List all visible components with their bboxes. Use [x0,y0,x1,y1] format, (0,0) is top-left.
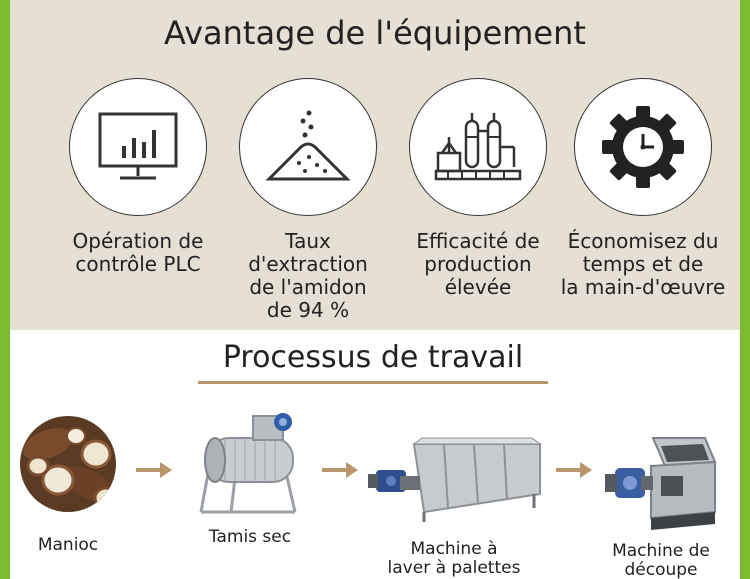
process-step-paddle-washer: Machine à laver à palettes [364,434,544,578]
advantage-label: Économisez du temps et de la main-d'œuvr… [560,229,726,299]
process-title-underline [198,381,548,384]
frame-right-border [740,0,750,579]
arrow-right-icon [556,462,592,478]
process-step-dry-sieve: Tamis sec [180,408,320,547]
cassava-image [20,416,116,512]
process-title: Processus de travail [222,340,524,375]
advantage-extraction: Taux d'extraction de l'amidon de 94 % [223,78,393,322]
advantages-title: Avantage de l'équipement [164,14,586,52]
advantage-savings: Économisez du temps et de la main-d'œuvr… [558,78,728,299]
frame-left-border [0,0,10,579]
process-step-cutting-machine: Machine de découpe [596,432,726,579]
advantage-plc: Opération de contrôle PLC [53,78,223,276]
advantage-circle [409,78,547,216]
advantage-circle [574,78,712,216]
cutting-machine-image [605,437,717,530]
advantage-circle [69,78,207,216]
arrow-right-icon [136,462,172,478]
monitor-chart-icon [98,112,178,180]
process-step-cassava: Manioc [18,414,118,555]
process-step-label: Tamis sec [208,527,292,547]
process-step-label: Machine à laver à palettes [387,539,521,578]
factory-icon [434,113,522,181]
advantages-panel: Avantage de l'équipement Opération de co… [10,0,740,330]
advantage-label: Taux d'extraction de l'amidon de 94 % [248,229,368,322]
process-step-label: Manioc [37,535,99,555]
paddle-washer-image [368,437,542,522]
dry-sieve-image [199,413,297,514]
gear-clock-icon [602,106,684,188]
process-step-label: Machine de découpe [612,541,710,579]
advantage-efficiency: Efficacité de production élevée [393,78,563,299]
arrow-right-icon [322,462,358,478]
advantage-circle [239,78,377,216]
starch-pile-icon [265,110,351,181]
advantage-label: Efficacité de production élevée [416,229,540,299]
advantage-label: Opération de contrôle PLC [72,229,204,276]
